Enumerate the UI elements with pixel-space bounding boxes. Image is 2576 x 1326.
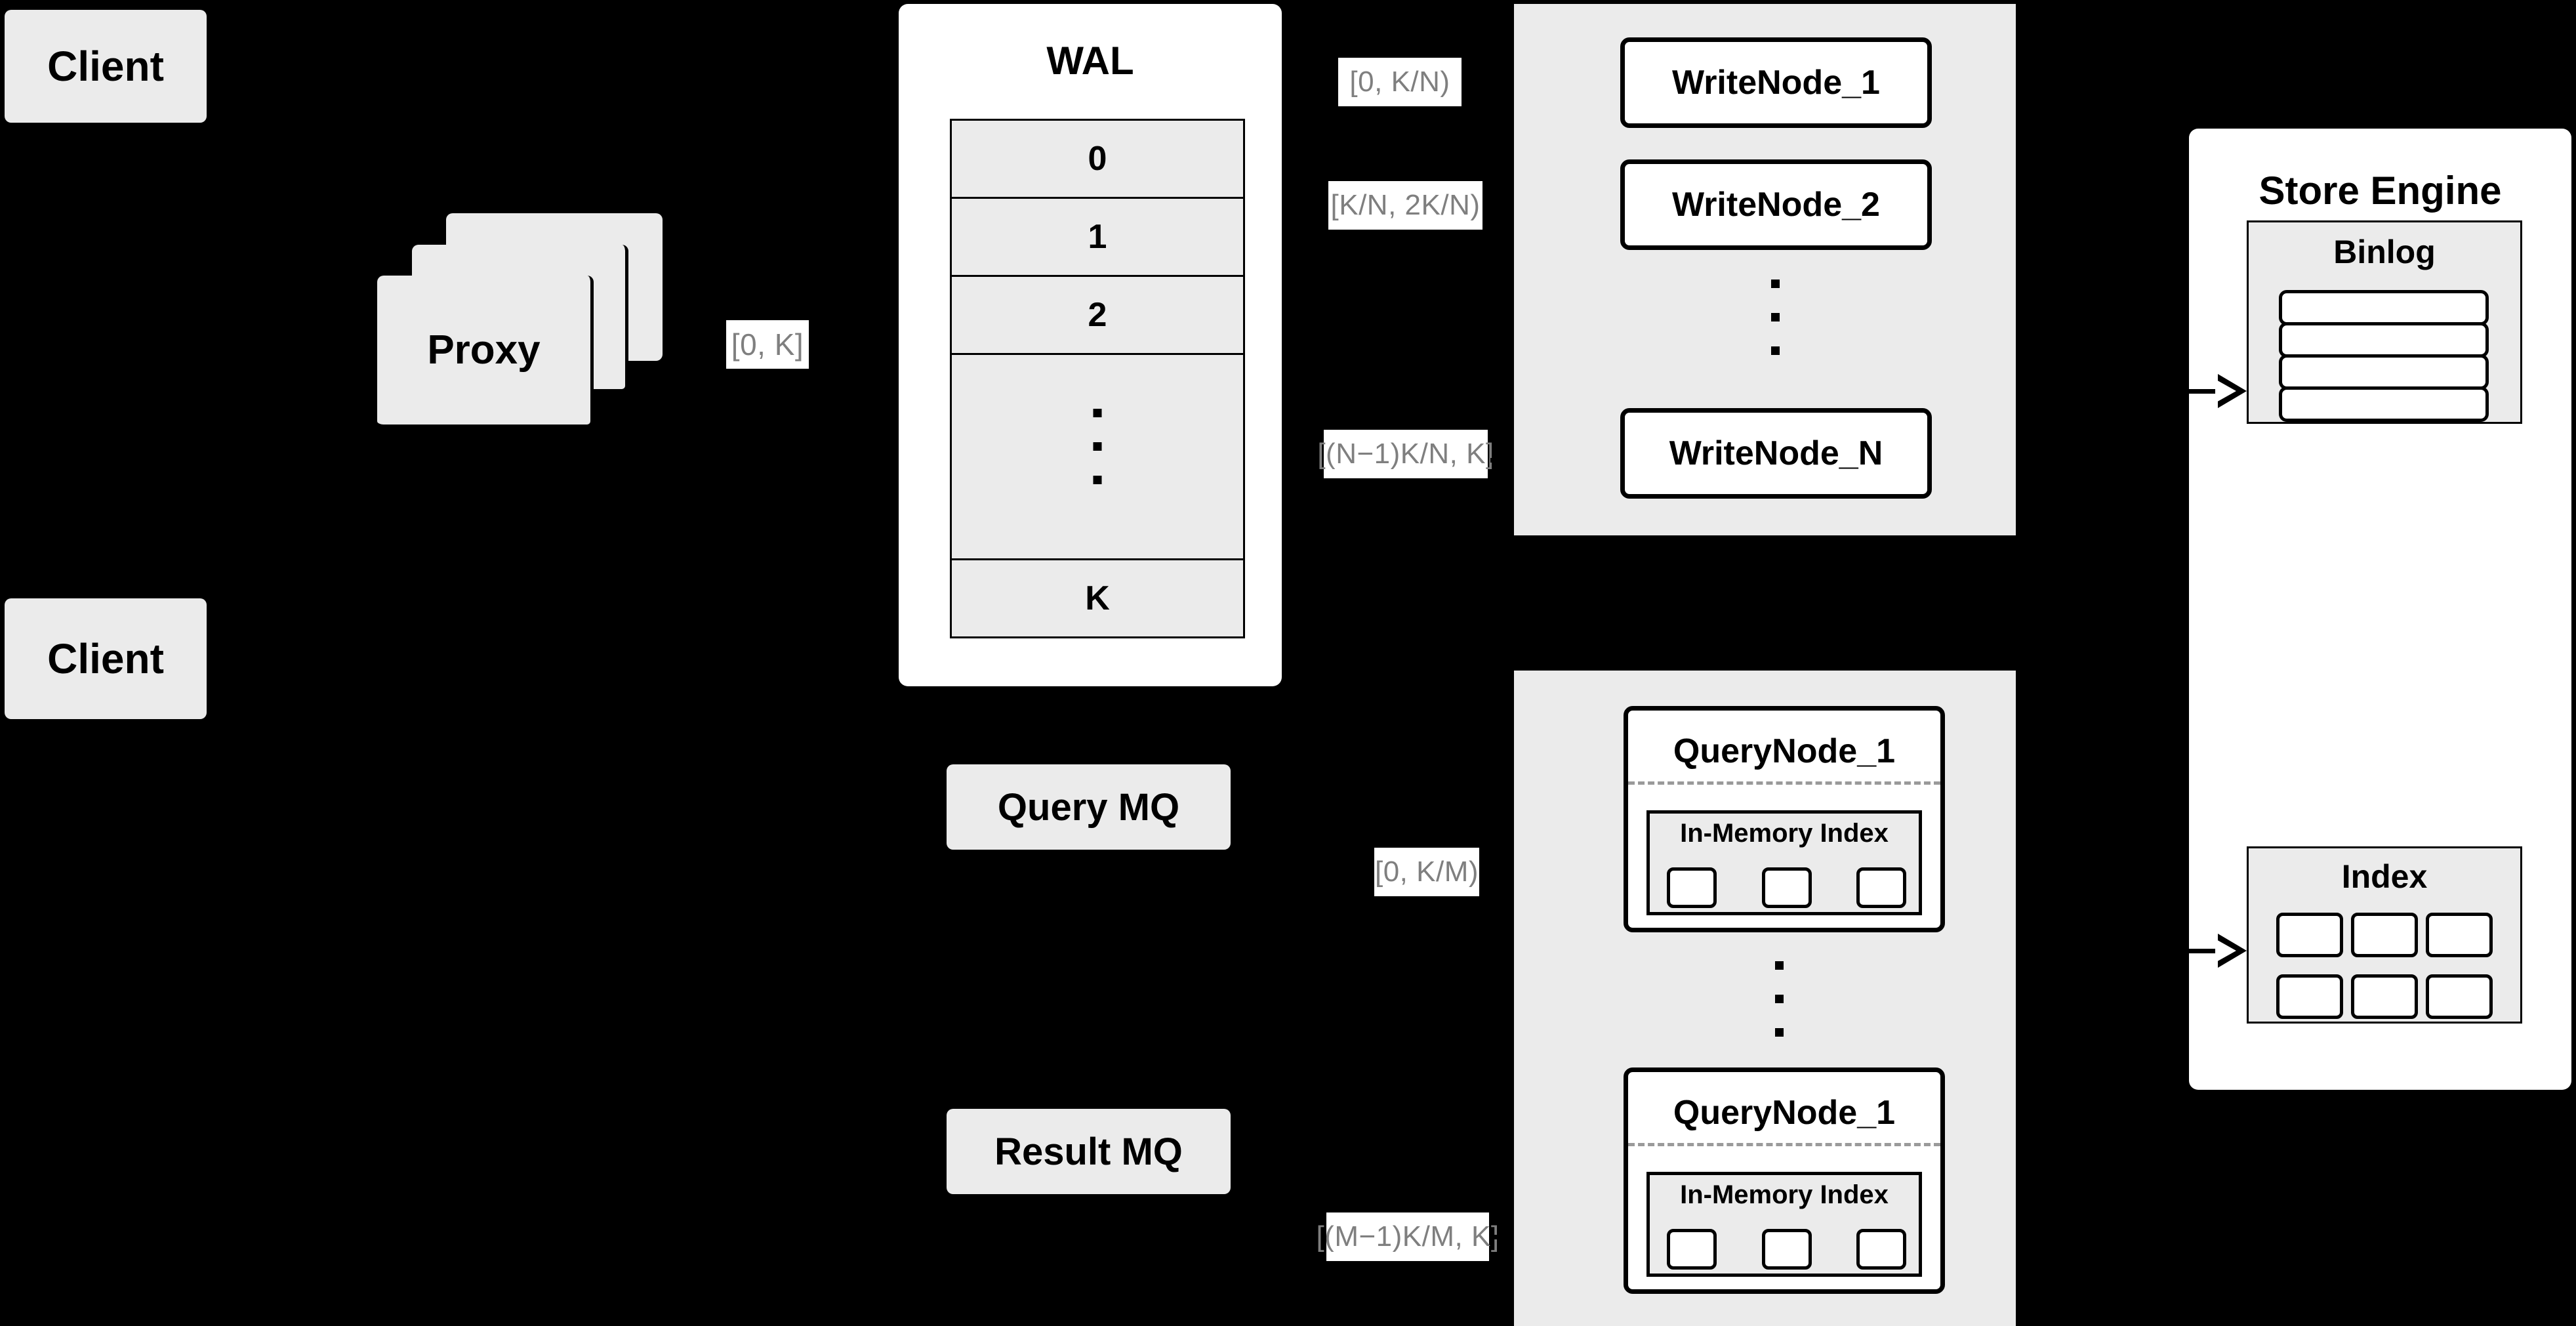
- binlog-row[interactable]: [2279, 354, 2489, 390]
- query-mq-node[interactable]: Query MQ: [947, 764, 1231, 850]
- edge-label-writenode-1: [0, K/N): [1338, 58, 1462, 106]
- proxy-stack[interactable]: Proxy: [377, 213, 679, 436]
- proxy-stack-card-front[interactable]: Proxy: [377, 276, 594, 428]
- wal-entry-list: 0 1 2 K: [950, 119, 1245, 638]
- query-node-last-divider: [1628, 1143, 1940, 1146]
- index-box: Index: [2247, 846, 2522, 1024]
- client-node-top-label: Client: [47, 43, 164, 90]
- query-mq-label: Query MQ: [997, 785, 1180, 829]
- query-node-first[interactable]: QueryNode_1 In-Memory Index: [1624, 706, 1945, 932]
- index-cell[interactable]: [2276, 974, 2343, 1019]
- client-node-bottom-label: Client: [47, 635, 164, 682]
- index-segment[interactable]: [1856, 1229, 1906, 1270]
- query-node-last-inmemory-index-title: In-Memory Index: [1680, 1180, 1889, 1209]
- binlog-box: Binlog: [2247, 220, 2522, 424]
- write-cluster-panel: WriteNode_1 WriteNode_2 WriteNode_N: [1514, 4, 2016, 535]
- query-node-last[interactable]: QueryNode_1 In-Memory Index: [1624, 1067, 1945, 1294]
- binlog-row[interactable]: [2279, 290, 2489, 325]
- wal-panel: WAL 0 1 2 K: [899, 4, 1282, 686]
- query-cluster-panel: QueryNode_1 In-Memory Index QueryNode_1 …: [1514, 671, 2016, 1326]
- index-title: Index: [2341, 858, 2428, 895]
- query-node-last-title: QueryNode_1: [1673, 1094, 1896, 1132]
- write-node-n-label: WriteNode_N: [1669, 434, 1883, 472]
- index-segment[interactable]: [1667, 1229, 1717, 1270]
- query-node-first-title: QueryNode_1: [1673, 732, 1896, 770]
- client-node-top[interactable]: Client: [5, 10, 207, 123]
- wal-title: WAL: [1046, 39, 1134, 83]
- arrow-to-index: [2189, 934, 2281, 968]
- wal-entry[interactable]: 2: [950, 277, 1245, 355]
- result-mq-label: Result MQ: [994, 1130, 1183, 1173]
- write-node-1-label: WriteNode_1: [1672, 64, 1880, 102]
- index-cell[interactable]: [2426, 974, 2493, 1019]
- wal-entry[interactable]: 1: [950, 199, 1245, 277]
- index-cell-grid: [2276, 913, 2493, 1019]
- write-node-n[interactable]: WriteNode_N: [1620, 408, 1932, 499]
- wal-ellipsis-dots: [1093, 409, 1102, 484]
- query-node-first-divider: [1628, 781, 1940, 785]
- binlog-title: Binlog: [2333, 234, 2436, 270]
- edge-label-querynode-last: [(M−1)K/M, K]: [1316, 1212, 1499, 1261]
- write-node-2-label: WriteNode_2: [1672, 186, 1880, 224]
- edge-label-writenode-n: [(N−1)K/N, K]: [1317, 430, 1494, 478]
- wal-entry[interactable]: 0: [950, 119, 1245, 199]
- index-segment[interactable]: [1761, 1229, 1812, 1270]
- index-segment[interactable]: [1856, 867, 1906, 908]
- query-node-first-segments: [1667, 867, 1906, 908]
- binlog-row[interactable]: [2279, 386, 2489, 422]
- binlog-row[interactable]: [2279, 322, 2489, 358]
- arrow-to-binlog: [2189, 374, 2281, 408]
- wal-entry-ellipsis: [950, 355, 1245, 560]
- edge-label-proxy-to-wal: [0, K]: [726, 320, 809, 369]
- index-cell[interactable]: [2351, 913, 2418, 957]
- index-cell[interactable]: [2276, 913, 2343, 957]
- proxy-label: Proxy: [427, 327, 541, 373]
- binlog-rows: [2279, 290, 2489, 422]
- index-cell[interactable]: [2426, 913, 2493, 957]
- write-node-1[interactable]: WriteNode_1: [1620, 37, 1932, 128]
- result-mq-node[interactable]: Result MQ: [947, 1109, 1231, 1194]
- store-engine-panel: Store Engine Binlog Index: [2189, 129, 2571, 1090]
- query-node-first-inmemory-index-title: In-Memory Index: [1680, 819, 1889, 848]
- query-node-last-segments: [1667, 1229, 1906, 1270]
- query-node-first-inmemory-index: In-Memory Index: [1646, 810, 1922, 915]
- write-cluster-ellipsis-dots: [1771, 280, 1780, 355]
- index-segment[interactable]: [1761, 867, 1812, 908]
- index-segment[interactable]: [1667, 867, 1717, 908]
- edge-label-querynode-first: [0, K/M): [1374, 848, 1479, 896]
- edge-label-writenode-2: [K/N, 2K/N): [1328, 181, 1482, 230]
- store-engine-title: Store Engine: [2259, 169, 2502, 213]
- write-node-2[interactable]: WriteNode_2: [1620, 159, 1932, 250]
- query-cluster-ellipsis-dots: [1775, 961, 1784, 1037]
- index-cell[interactable]: [2351, 974, 2418, 1019]
- client-node-bottom[interactable]: Client: [5, 598, 207, 719]
- query-node-last-inmemory-index: In-Memory Index: [1646, 1172, 1922, 1277]
- wal-entry[interactable]: K: [950, 560, 1245, 638]
